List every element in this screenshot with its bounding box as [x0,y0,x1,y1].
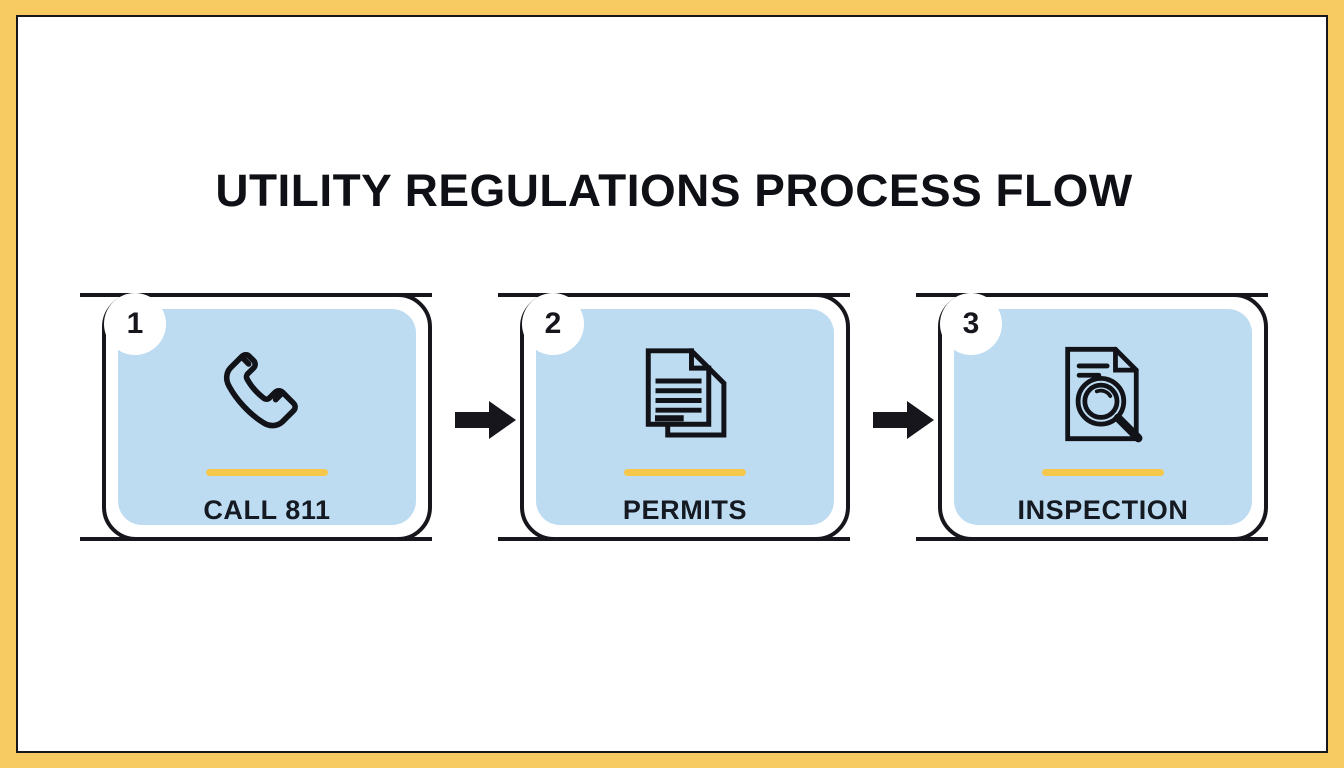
step-label: CALL 811 [203,495,331,525]
step-card-permits[interactable]: 2 [520,293,850,541]
step-number-badge: 2 [522,293,584,355]
step-card-inspection[interactable]: 3 [938,293,1268,541]
step-number-badge: 1 [104,293,166,355]
stacked-documents-icon [536,335,834,453]
page-title: UTILITY REGULATIONS PROCESS FLOW [215,165,1133,216]
step-divider [206,469,328,476]
step-card-panel: 1 CALL 811 [104,293,416,525]
step-card-call-811[interactable]: 1 CALL 811 [102,293,432,541]
step-divider [624,469,746,476]
step-label: INSPECTION [1017,495,1189,525]
step-divider [1042,469,1164,476]
infographic-canvas: UTILITY REGULATIONS PROCESS FLOW 1 [16,15,1328,753]
step-card-panel: 2 [522,293,834,525]
phone-handset-icon [118,335,416,453]
step-card-panel: 3 [940,293,1252,525]
step-label: PERMITS [622,495,748,525]
arrow-step1-to-step2 [455,400,517,440]
document-magnifier-icon [954,335,1252,453]
arrow-step2-to-step3 [873,400,935,440]
step-number-badge: 3 [940,293,1002,355]
